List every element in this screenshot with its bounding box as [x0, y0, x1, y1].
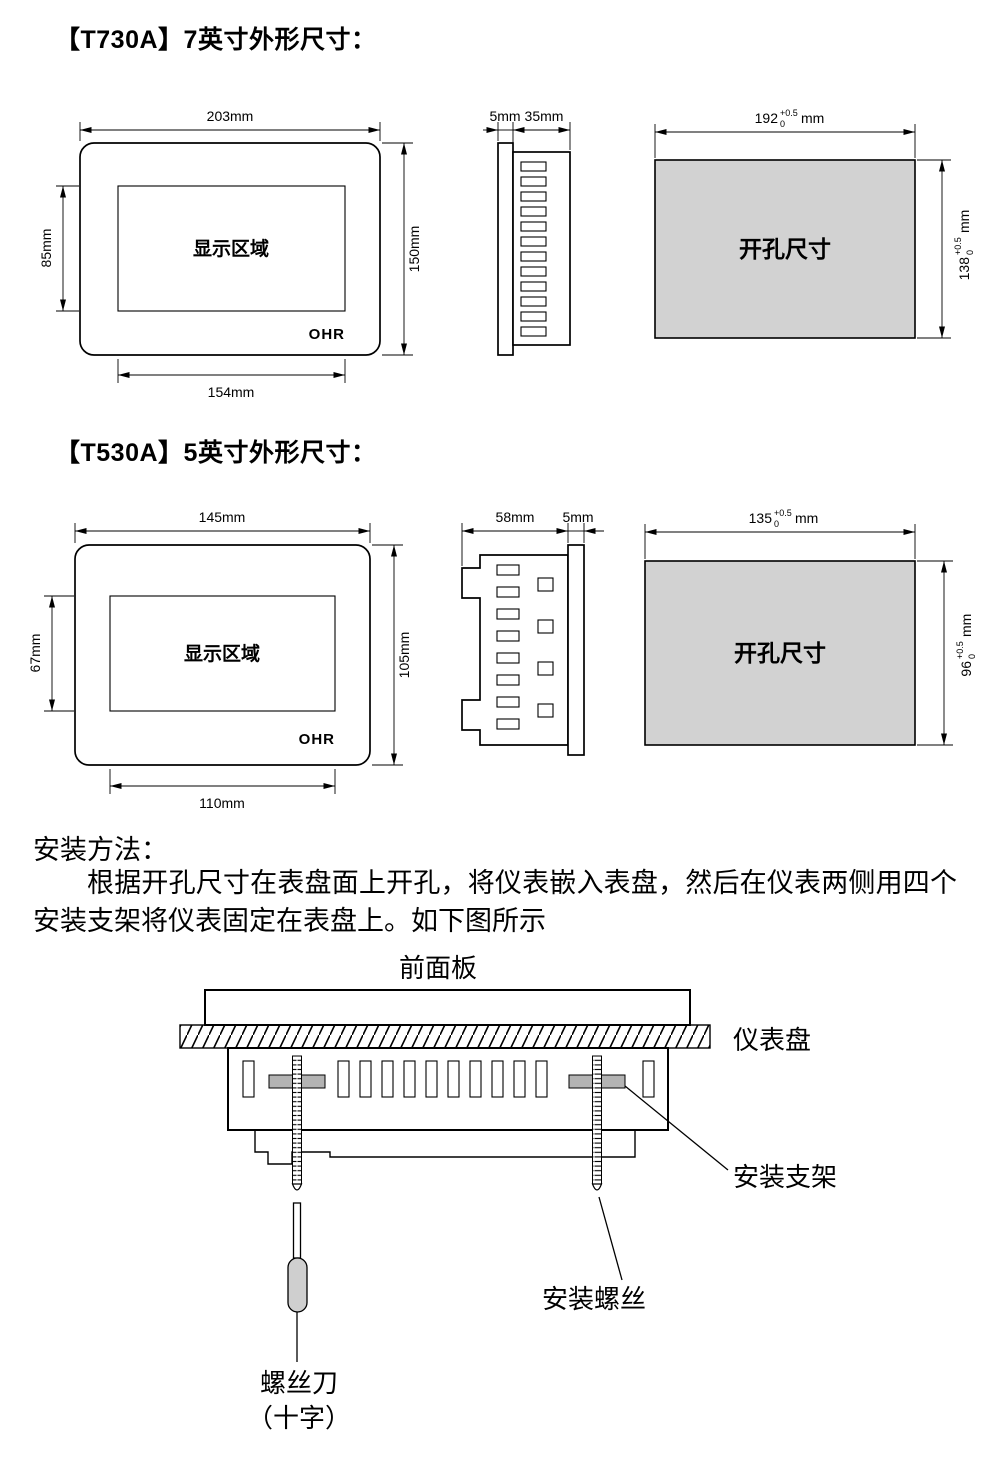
t530-side-body [461, 554, 569, 746]
t730-brand-logo: OHR [309, 326, 345, 343]
mounting-screw-right [592, 1055, 602, 1185]
screwdriver-label-line1: 螺丝刀 [260, 1369, 338, 1398]
t730-dim-right-150: 150mm [382, 142, 422, 356]
t530-front-view: 显示区域 OHR 145mm 67mm 105mm 110mm [27, 509, 412, 811]
t730-dim-top-203: 203mm [79, 108, 381, 141]
front-panel-rect [204, 989, 691, 1026]
install-method-heading: 安装方法： [33, 835, 168, 865]
t730-cutout-dim-width: 192 +0.5 0 mm [654, 108, 916, 158]
dim-label: 135 [749, 510, 773, 526]
t730-terminal-blocks [520, 161, 547, 337]
dim-label: 192 [755, 110, 779, 126]
t530-section-title: 【T530A】5英寸外形尺寸： [55, 439, 377, 467]
t730-display-label: 显示区域 [193, 237, 269, 260]
dim-label: 145mm [199, 509, 246, 525]
t730-cutout-rect [654, 159, 916, 339]
dim-label: 67mm [27, 634, 43, 673]
install-method-paragraph: 根据开孔尺寸在表盘面上开孔，将仪表嵌入表盘，然后在仪表两侧用四个安装支架将仪表固… [33, 868, 957, 936]
instrument-panel-label: 仪表盘 [733, 1026, 811, 1055]
t730-cutout-dim-height: 138 +0.5 0 mm [917, 159, 975, 339]
dim-label: 5mm [489, 108, 520, 124]
screw-label: 安装螺丝 [542, 1285, 646, 1314]
t530-cutout-dim-height: 96 +0.5 0 mm [917, 560, 977, 746]
meter-rear-profile [254, 1130, 636, 1165]
dim-unit: mm [958, 614, 974, 637]
install-diagram: 前面板 仪表盘 安装支架 安装螺丝 [179, 954, 837, 1433]
dim-tolerance-upper: +0.5 [774, 508, 792, 518]
t530-side-view: 58mm 5mm [461, 509, 604, 756]
dim-unit: mm [795, 510, 818, 526]
dim-unit: mm [956, 210, 972, 233]
screwdriver-label-line2: （十字） [247, 1404, 351, 1433]
t530-terminal-blocks [496, 564, 554, 730]
t530-display-label: 显示区域 [184, 642, 260, 665]
t530-dim-depth: 58mm 5mm [461, 509, 604, 566]
screw-tip-left [291, 1183, 303, 1191]
t530-cutout-rect [644, 560, 916, 746]
t730-dim-bottom-154: 154mm [117, 359, 346, 400]
dim-label: 154mm [208, 384, 255, 400]
t730-dim-depth: 5mm 35mm [483, 108, 571, 150]
instrument-panel-hatched [179, 1024, 711, 1049]
dim-tolerance-lower: 0 [965, 250, 975, 255]
t530-brand-logo: OHR [299, 731, 335, 748]
t730-cutout-label: 开孔尺寸 [739, 237, 831, 262]
dim-label: 150mm [406, 226, 422, 273]
screwdriver-handle [287, 1257, 308, 1313]
dim-label: 110mm [199, 795, 245, 811]
t530-cutout-label: 开孔尺寸 [734, 641, 826, 666]
t730-side-view: 5mm 35mm [483, 108, 571, 356]
meter-terminal-slots [242, 1060, 655, 1098]
t530-cutout-view: 开孔尺寸 135 +0.5 0 mm 96 +0.5 0 mm [644, 508, 977, 746]
dim-label: 203mm [207, 108, 254, 124]
dim-tolerance-lower: 0 [780, 119, 785, 129]
mounting-screw-left [292, 1055, 302, 1185]
dim-label: 96 [958, 661, 974, 677]
t730-cutout-view: 开孔尺寸 192 +0.5 0 mm 138 +0.5 0 mm [654, 108, 975, 339]
t730-display-area [117, 185, 346, 312]
dim-label: 138 [956, 257, 972, 281]
t530-cutout-dim-width: 135 +0.5 0 mm [644, 508, 916, 559]
dim-label: 105mm [396, 632, 412, 679]
dim-label: 58mm [496, 509, 535, 525]
t730-front-view: 显示区域 OHR 203mm 85mm 150mm 154mm [38, 108, 422, 400]
dim-label: 35mm [525, 108, 564, 124]
t530-dim-right-105: 105mm [372, 544, 412, 766]
bracket-label: 安装支架 [733, 1163, 837, 1192]
screwdriver-shaft [292, 1202, 302, 1259]
dim-tolerance-upper: +0.5 [955, 641, 965, 659]
t730-section-title: 【T730A】7英寸外形尺寸： [55, 26, 377, 54]
t530-side-bezel [567, 544, 585, 756]
screw-leader-line [598, 1196, 623, 1281]
dim-unit: mm [801, 110, 824, 126]
dim-tolerance-upper: +0.5 [953, 237, 963, 255]
dim-tolerance-lower: 0 [967, 654, 977, 659]
t730-side-bezel [497, 142, 514, 356]
dim-label: 5mm [562, 509, 593, 525]
dim-tolerance-upper: +0.5 [780, 108, 798, 118]
t530-display-area [109, 595, 336, 712]
t730-dim-left-85: 85mm [38, 185, 79, 312]
dim-tolerance-lower: 0 [774, 519, 779, 529]
t530-dim-top-145: 145mm [74, 509, 371, 543]
bracket-leader-line [624, 1085, 729, 1171]
front-panel-label: 前面板 [399, 954, 477, 983]
t530-dim-bottom-110: 110mm [109, 769, 336, 811]
dim-label: 85mm [38, 229, 54, 268]
t530-dim-left-67: 67mm [27, 595, 74, 712]
screw-tip-right [591, 1183, 603, 1191]
